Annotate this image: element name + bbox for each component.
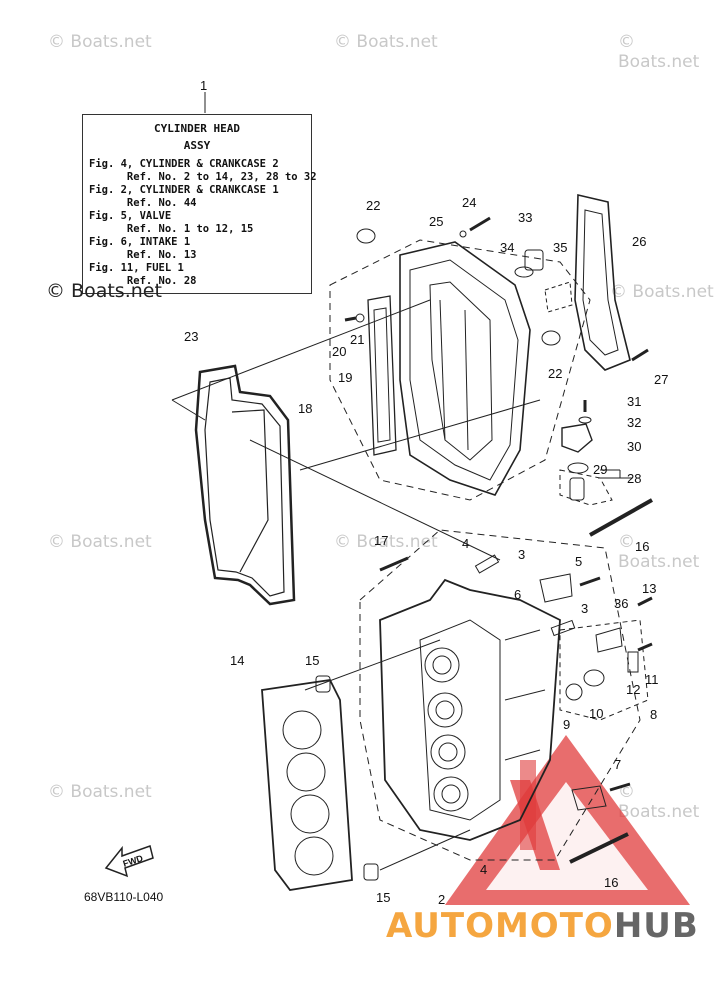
- part-number: 18: [298, 401, 312, 416]
- watermark-overlay: © Boats.net: [46, 280, 162, 302]
- callout-line: Ref. No. 2 to 14, 23, 28 to 32: [89, 171, 317, 183]
- assembly-callout: CYLINDER HEAD ASSY Fig. 4, CYLINDER & CR…: [82, 114, 317, 294]
- watermark: © Boats.net: [618, 782, 700, 822]
- part-number: 2: [438, 892, 445, 907]
- part-number: 22: [548, 366, 562, 381]
- part-number: 8: [650, 707, 657, 722]
- logo-triangle: [445, 735, 690, 905]
- part-number: 3: [581, 601, 588, 616]
- watermark: © Boats.net: [334, 532, 438, 552]
- part-number: 10: [589, 706, 603, 721]
- callout-subtitle: ASSY: [183, 139, 211, 152]
- brand-part-1: AUTOMOTO: [386, 906, 614, 946]
- watermark: © Boats.net: [48, 782, 152, 802]
- part-number: 19: [338, 370, 352, 385]
- watermark: © Boats.net: [48, 532, 152, 552]
- part-number: 33: [518, 210, 532, 225]
- part-number: 11: [645, 672, 659, 687]
- part-number: 5: [575, 554, 582, 569]
- part-number: 32: [627, 415, 641, 430]
- part-number: 17: [374, 533, 388, 548]
- part-number: 4: [462, 536, 469, 551]
- callout-line: Fig. 6, INTAKE 1: [89, 236, 191, 248]
- part-number: 14: [230, 653, 244, 668]
- part-number: 15: [305, 653, 319, 668]
- part-number: 4: [480, 862, 487, 877]
- part-number-labels: 1 22 24 25 33 34 35 26 20 21 23 19 18 22…: [122, 78, 669, 907]
- part-number: 36: [614, 596, 628, 611]
- callout-line: Fig. 11, FUEL 1: [89, 262, 184, 274]
- watermark: © Boats.net: [618, 32, 700, 72]
- part-number: 7: [614, 757, 621, 772]
- part-number: 16: [604, 875, 618, 890]
- part-number: 1: [200, 78, 207, 93]
- part-number: 22: [366, 198, 380, 213]
- part-number: 21: [350, 332, 364, 347]
- diagram-code: 68VB110-L040: [84, 890, 164, 904]
- part-number: 13: [642, 581, 656, 596]
- part-number: 16: [635, 539, 649, 554]
- part-number: 28: [627, 471, 641, 486]
- callout-line: Ref. No. 13: [89, 249, 197, 261]
- part-number: 12: [626, 682, 640, 697]
- part-number: 35: [553, 240, 567, 255]
- part-number: 24: [462, 195, 476, 210]
- callout-line: Fig. 5, VALVE: [89, 210, 172, 222]
- part-number: 25: [429, 214, 443, 229]
- watermark: © Boats.net: [618, 532, 700, 572]
- part-number: 20: [332, 344, 346, 359]
- part-number: 6: [514, 587, 521, 602]
- watermark: © Boats.net: [610, 282, 714, 302]
- part-number: 9: [563, 717, 570, 732]
- watermark: © Boats.net: [334, 32, 438, 52]
- part-number: 27: [654, 372, 668, 387]
- part-number: 26: [632, 234, 646, 249]
- watermark: © Boats.net: [48, 32, 152, 52]
- callout-line: Ref. No. 44: [89, 197, 197, 209]
- part-number: 23: [184, 329, 198, 344]
- part-number: 30: [627, 439, 641, 454]
- part-number: 15: [376, 890, 390, 905]
- callout-line: Fig. 4, CYLINDER & CRANKCASE 2: [89, 158, 279, 170]
- callout-line: Fig. 2, CYLINDER & CRANKCASE 1: [89, 184, 279, 196]
- part-number: 34: [500, 240, 514, 255]
- part-number: 31: [627, 394, 641, 409]
- callout-line: Ref. No. 1 to 12, 15: [89, 223, 254, 235]
- brand-part-2: HUB: [613, 906, 699, 946]
- callout-title: CYLINDER HEAD: [153, 122, 241, 135]
- callout-line: Ref. No. 28: [89, 275, 197, 287]
- brand-logo-text: AUTOMOTOHUB: [386, 906, 699, 946]
- part-number: 3: [518, 547, 525, 562]
- part-number: 29: [593, 462, 607, 477]
